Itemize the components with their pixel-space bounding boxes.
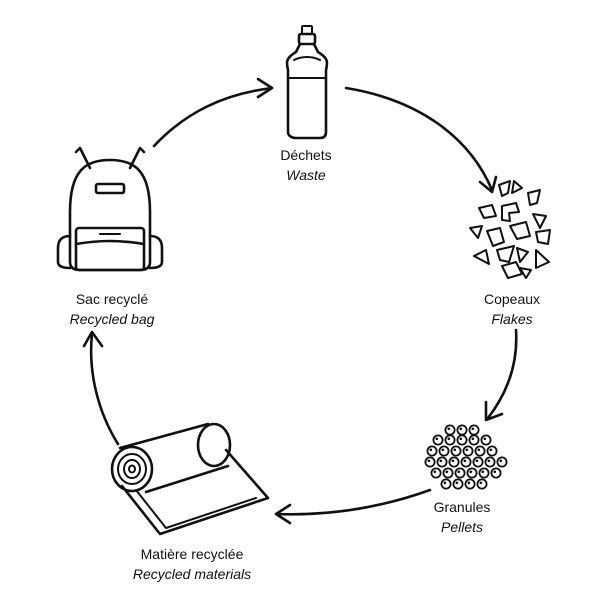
pellet — [452, 478, 464, 490]
fabric-roll-icon — [110, 422, 270, 536]
pellet-highlight — [499, 459, 503, 463]
pellet-highlight — [459, 437, 463, 441]
step-label-pellets-en: Pellets — [440, 519, 484, 535]
step-label-waste-fr: Déchets — [280, 147, 332, 163]
pellet-highlight — [447, 427, 451, 431]
bottle-icon — [285, 25, 329, 140]
pellet-highlight — [451, 459, 455, 463]
pellet — [450, 445, 462, 457]
pellet-highlight — [471, 437, 475, 441]
flakes-icon — [469, 180, 551, 279]
pellet — [486, 445, 498, 457]
pellet-highlight — [467, 481, 471, 485]
pellet — [472, 456, 484, 468]
pellet-highlight — [493, 470, 497, 474]
pellet — [462, 445, 474, 457]
pellet-highlight — [459, 427, 463, 431]
pellet — [466, 467, 478, 479]
pellet-highlight — [487, 459, 491, 463]
pellet — [474, 445, 486, 457]
step-label-flakes-en: Flakes — [491, 311, 533, 327]
pellet — [444, 424, 456, 436]
step-label-flakes: Copeaux Flakes — [484, 289, 540, 329]
pellet — [440, 478, 452, 490]
pellet-highlight — [465, 448, 469, 452]
pellet-highlight — [457, 470, 461, 474]
pellet-highlight — [447, 437, 451, 441]
pellet-highlight — [445, 470, 449, 474]
step-label-bag: Sac recyclé Recycled bag — [70, 289, 155, 329]
arrow-materials-to-bag — [82, 330, 120, 446]
pellet-highlight — [435, 437, 439, 441]
pellet-highlight — [463, 459, 467, 463]
step-label-waste-en: Waste — [286, 167, 326, 183]
pellet — [490, 467, 502, 479]
pellet-highlight — [471, 427, 475, 431]
arrow-waste-to-flakes — [344, 86, 498, 194]
pellet — [432, 434, 444, 446]
pellet-highlight — [455, 481, 459, 485]
pellet — [426, 445, 438, 457]
pellet — [468, 424, 480, 436]
pellet — [448, 456, 460, 468]
pellets-icon — [424, 424, 508, 490]
step-label-pellets-fr: Granules — [433, 499, 491, 515]
arrow-bag-to-waste — [152, 77, 274, 148]
pellet-highlight — [453, 448, 457, 452]
pellet-highlight — [441, 448, 445, 452]
pellet — [442, 467, 454, 479]
pellet-highlight — [439, 459, 443, 463]
arrow-flakes-to-pellets — [484, 328, 518, 422]
pellet-highlight — [489, 448, 493, 452]
backpack-icon — [56, 146, 164, 272]
pellet-highlight — [481, 470, 485, 474]
step-label-flakes-fr: Copeaux — [483, 291, 541, 307]
pellet — [456, 434, 468, 446]
arrow-pellets-to-materials — [274, 488, 432, 525]
pellet — [460, 456, 472, 468]
pellet — [444, 434, 456, 446]
pellet-highlight — [433, 470, 437, 474]
pellet — [496, 456, 508, 468]
pellet — [476, 478, 488, 490]
step-label-waste: Déchets Waste — [280, 145, 331, 185]
step-label-materials: Matière recyclée Recycled materials — [133, 544, 251, 584]
pellet-highlight — [479, 481, 483, 485]
pellet — [478, 467, 490, 479]
step-label-materials-en: Recycled materials — [132, 566, 252, 582]
pellet — [480, 434, 492, 446]
pellet — [438, 445, 450, 457]
pellet — [484, 456, 496, 468]
pellet-highlight — [477, 448, 481, 452]
step-label-bag-fr: Sac recyclé — [75, 291, 149, 307]
pellet-highlight — [475, 459, 479, 463]
pellet — [468, 434, 480, 446]
pellet-highlight — [483, 437, 487, 441]
pellet — [456, 424, 468, 436]
pellet — [464, 478, 476, 490]
pellet — [424, 456, 436, 468]
pellet-highlight — [427, 459, 431, 463]
pellet-highlight — [469, 470, 473, 474]
step-label-materials-fr: Matière recyclée — [140, 546, 244, 562]
pellet — [436, 456, 448, 468]
step-label-bag-en: Recycled bag — [69, 311, 155, 327]
pellet — [454, 467, 466, 479]
pellet-highlight — [443, 481, 447, 485]
pellet-highlight — [429, 448, 433, 452]
step-label-pellets: Granules Pellets — [434, 497, 491, 537]
pellet — [430, 467, 442, 479]
